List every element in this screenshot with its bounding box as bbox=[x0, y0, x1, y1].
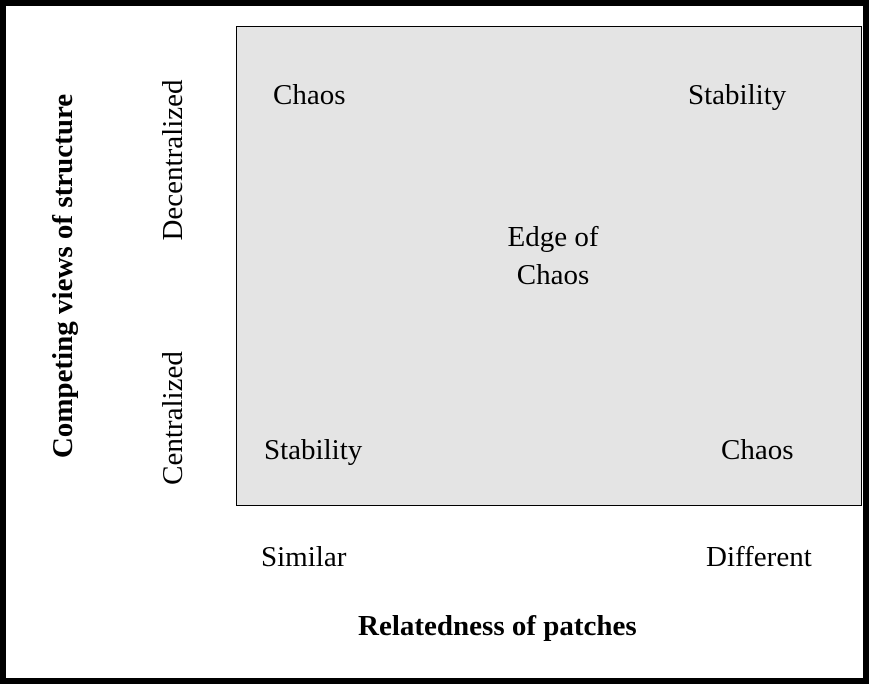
quadrant-top-right-label: Stability bbox=[688, 79, 787, 111]
quadrant-top-left-label: Chaos bbox=[273, 79, 346, 111]
quadrant-bottom-right-label: Chaos bbox=[721, 434, 794, 466]
center-label-line-2: Chaos bbox=[516, 259, 590, 291]
x-axis-label-different: Different bbox=[706, 541, 812, 573]
x-axis-label-similar: Similar bbox=[261, 541, 347, 573]
y-axis-label-decentralized: Decentralized bbox=[157, 79, 189, 241]
y-axis-title: Competing views of structure bbox=[47, 93, 79, 459]
center-label-line-1: Edge of bbox=[507, 221, 599, 253]
x-axis-title: Relatedness of patches bbox=[358, 610, 637, 642]
matrix-panel: Chaos Stability Edge of Chaos Stability … bbox=[236, 26, 862, 506]
quadrant-bottom-left-label: Stability bbox=[264, 434, 363, 466]
y-axis-label-centralized: Centralized bbox=[157, 351, 189, 485]
center-label: Edge of Chaos bbox=[453, 218, 653, 294]
